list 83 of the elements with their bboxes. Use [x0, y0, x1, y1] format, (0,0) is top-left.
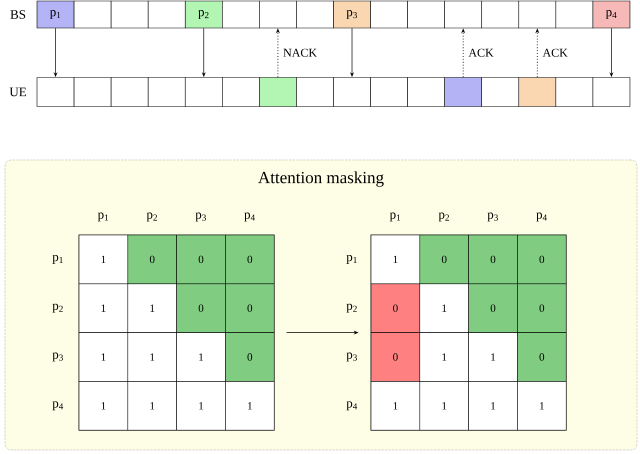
slot-box	[74, 77, 112, 107]
header-label: p$_{1}$	[52, 254, 63, 264]
header-label: p$_{2}$	[438, 212, 449, 222]
edge-label: NACK	[282, 48, 318, 58]
slot-box	[518, 0, 556, 28]
edge-label: ACK	[467, 48, 495, 58]
slot-box	[148, 0, 186, 28]
matrix-cell: 1	[420, 381, 469, 430]
header-label: p$_{2}$	[146, 212, 157, 222]
slot-box	[110, 77, 148, 107]
matrix-cell: 1	[225, 381, 274, 430]
slot-box	[296, 0, 334, 28]
matrix-cell: 1	[78, 332, 128, 382]
slot-box	[407, 77, 445, 107]
matrix-cell: 0	[225, 284, 274, 333]
edge-label: ACK	[542, 48, 569, 58]
slot-box	[481, 0, 520, 28]
slot-box	[370, 0, 408, 28]
slot-box	[444, 0, 482, 28]
matrix-cell: 0	[176, 234, 226, 284]
matrix-cell: 0	[468, 284, 518, 333]
slot-box	[74, 0, 112, 28]
slot-box: p$_{3}$	[333, 0, 371, 28]
slot-box	[296, 77, 334, 107]
matrix-cell: 0	[225, 234, 274, 284]
matrix-cell: 0	[517, 234, 566, 284]
matrix-cell: 0	[517, 284, 566, 333]
matrix-cell: 0	[176, 284, 226, 333]
slot-box: p$_{4}$	[592, 0, 630, 28]
slot-box	[184, 77, 223, 107]
matrix-cell: 0	[517, 332, 566, 382]
matrix-cell: 0	[420, 234, 469, 284]
slot-box	[222, 0, 260, 28]
slot-box: p$_{1}$	[36, 0, 74, 28]
slot-box	[556, 0, 594, 28]
slot-box: p$_{2}$	[184, 0, 223, 28]
header-label: p$_{3}$	[52, 352, 63, 362]
header-label: p$_{1}$	[390, 212, 400, 222]
header-label: p$_{1}$	[98, 212, 108, 222]
slot-box	[222, 77, 260, 107]
matrix-cell: 1	[176, 332, 226, 382]
matrix-cell: 1	[78, 234, 128, 284]
matrix-cell: 0	[468, 234, 518, 284]
header-label: p$_{4}$	[52, 401, 64, 410]
matrix-cell: 1	[420, 284, 469, 333]
slot-box	[481, 77, 520, 107]
slot-box	[36, 77, 74, 107]
slot-box	[148, 77, 186, 107]
matrix-cell: 1	[128, 332, 177, 382]
slot-box	[110, 0, 148, 28]
matrix-cell: 1	[420, 332, 469, 382]
slot-box	[518, 77, 556, 107]
slot-box	[259, 77, 297, 107]
slot-box	[444, 77, 482, 107]
matrix-cell: 0	[225, 332, 274, 382]
slot-box	[259, 0, 297, 28]
header-label: p$_{2}$	[52, 304, 63, 313]
header-label: p$_{4}$	[536, 212, 547, 222]
slot-box	[370, 77, 408, 107]
slot-box	[556, 77, 594, 107]
header-label: p$_{2}$	[346, 304, 357, 313]
matrix-cell: 1	[370, 381, 420, 430]
matrix-cell: 0	[370, 284, 420, 333]
matrix-cell: 1	[128, 381, 177, 430]
matrix-cell: 1	[128, 284, 177, 333]
matrix-cell: 1	[468, 332, 518, 382]
header-label: p$_{4}$	[244, 212, 255, 222]
header-label: p$_{4}$	[346, 401, 358, 410]
matrix-cell: 1	[517, 381, 566, 430]
slot-box	[333, 77, 371, 107]
matrix-cell: 1	[176, 381, 226, 430]
matrix-cell: 1	[468, 381, 518, 430]
header-label: p$_{3}$	[487, 212, 498, 222]
slot-box	[407, 0, 445, 28]
matrix-cell: 1	[78, 381, 128, 430]
matrix-cell: 0	[128, 234, 177, 284]
matrix-cell: 1	[78, 284, 128, 333]
header-label: p$_{3}$	[346, 352, 357, 362]
header-label: p$_{1}$	[346, 254, 357, 264]
matrix-cell: 1	[370, 234, 420, 284]
matrix-cell: 0	[370, 332, 420, 382]
header-label: p$_{3}$	[195, 212, 206, 222]
slot-box	[592, 77, 630, 107]
